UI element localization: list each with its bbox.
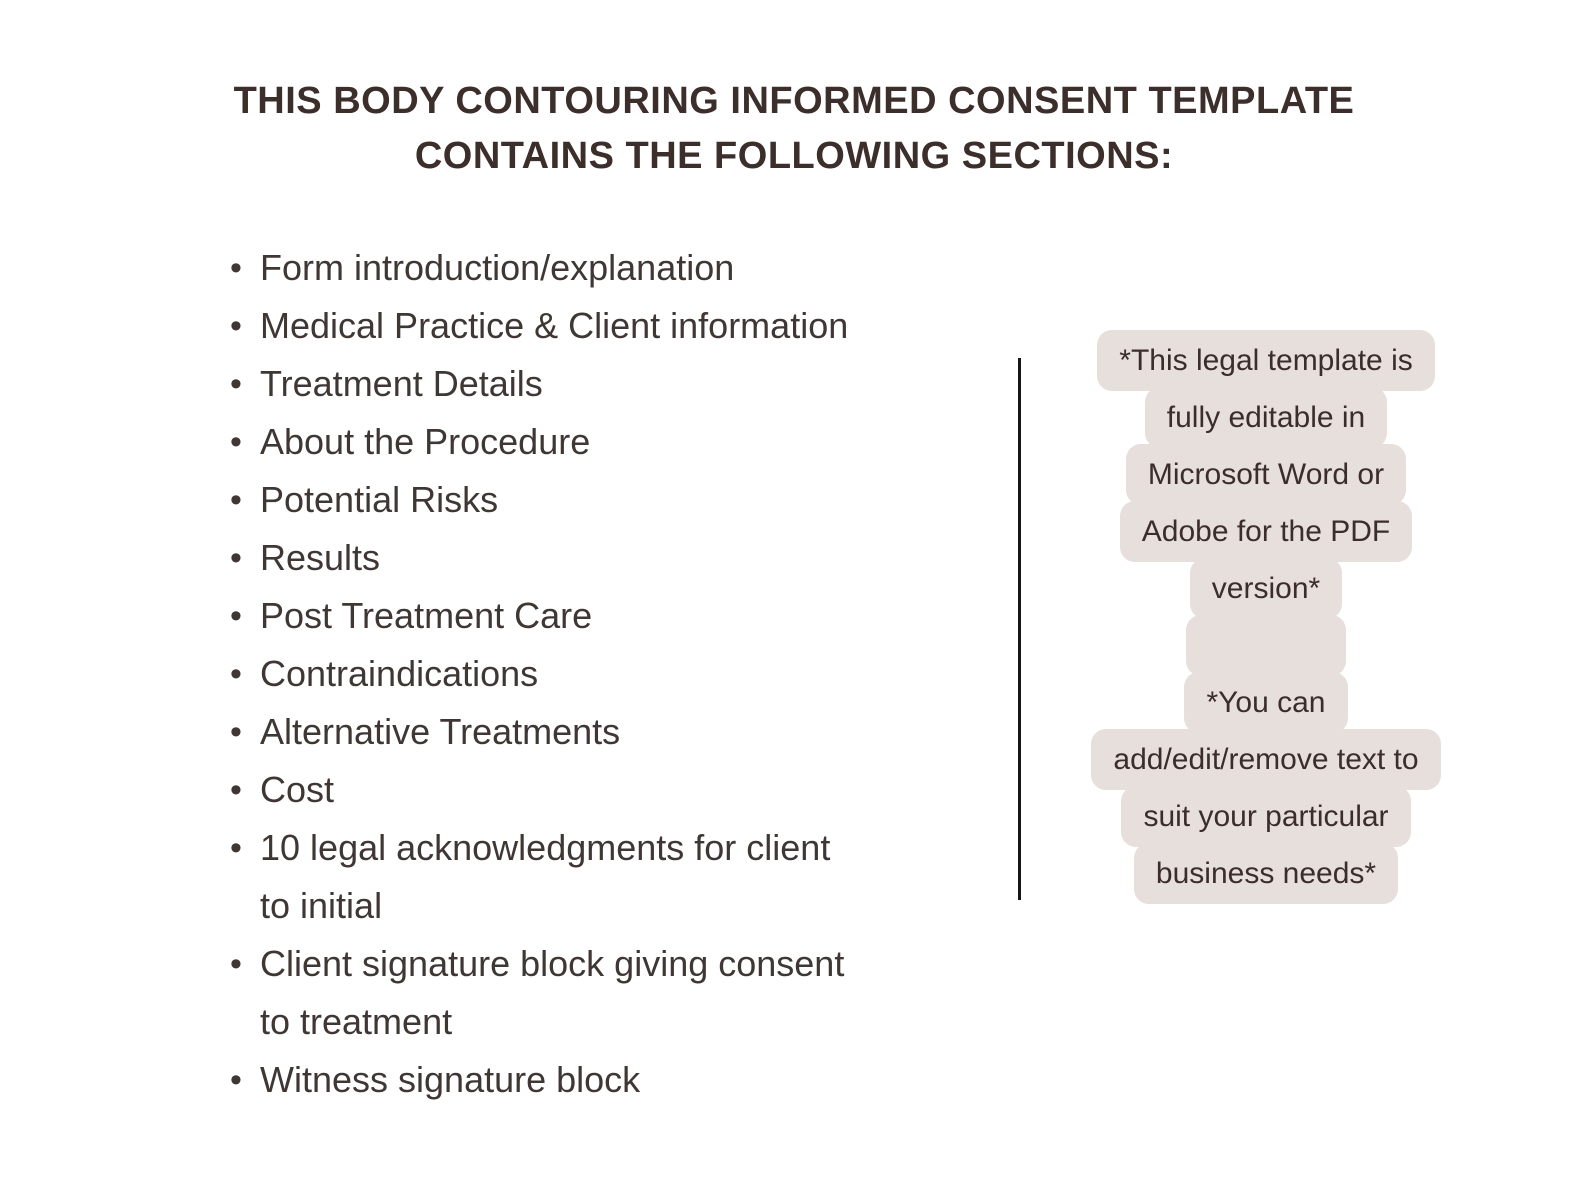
- sections-list: • Form introduction/explanation • Medical P…: [230, 239, 1000, 1109]
- list-item: • Medical Practice & Client information: [230, 297, 1000, 355]
- bullet-icon: •: [230, 539, 242, 577]
- bullet-icon: •: [230, 423, 242, 461]
- bullet-icon: •: [230, 597, 242, 635]
- bullet-icon: •: [230, 771, 242, 809]
- list-item: • About the Procedure: [230, 413, 1000, 471]
- vertical-divider: [1018, 358, 1021, 900]
- list-item-label: Form introduction/explanation: [260, 247, 735, 288]
- callout-line: version*: [1189, 558, 1343, 619]
- bullet-icon: •: [230, 829, 242, 867]
- list-item: • Alternative Treatments: [230, 703, 1000, 761]
- list-item: • Form introduction/explanation: [230, 239, 1000, 297]
- callout-line: business needs*: [1133, 843, 1399, 904]
- list-item: • Post Treatment Care: [230, 587, 1000, 645]
- callout-line: add/edit/remove text to: [1091, 729, 1441, 790]
- list-item: • Cost: [230, 761, 1000, 819]
- list-item-label: Medical Practice & Client information: [260, 305, 849, 346]
- list-item-label: Contraindications: [260, 653, 539, 694]
- bullet-icon: •: [230, 655, 242, 693]
- callout-line: Adobe for the PDF: [1119, 501, 1413, 562]
- list-item-label: Potential Risks: [260, 479, 499, 520]
- callout-line: *You can: [1184, 672, 1348, 733]
- list-item: • Witness signature block: [230, 1051, 1000, 1109]
- page-title: THIS BODY CONTOURING INFORMED CONSENT TE…: [0, 74, 1588, 184]
- callout-line: fully editable in: [1144, 387, 1388, 448]
- callout-line: suit your particular: [1121, 786, 1411, 847]
- list-item-label: Alternative Treatments: [260, 711, 621, 752]
- page-title-line-1: THIS BODY CONTOURING INFORMED CONSENT TE…: [233, 80, 1355, 122]
- bullet-icon: •: [230, 307, 242, 345]
- list-item-label: Results: [260, 537, 381, 578]
- list-item: • Treatment Details: [230, 355, 1000, 413]
- bullet-icon: •: [230, 713, 242, 751]
- list-item-label: About the Procedure: [260, 421, 591, 462]
- bullet-icon: •: [230, 1061, 242, 1099]
- page-title-line-2: CONTAINS THE FOLLOWING SECTIONS:: [414, 135, 1174, 177]
- list-item-label: Witness signature block: [260, 1059, 641, 1100]
- callout-line: *This legal template is: [1097, 330, 1435, 391]
- bullet-icon: •: [230, 481, 242, 519]
- callout-spacer: [1186, 615, 1346, 676]
- bullet-icon: •: [230, 249, 242, 287]
- bullet-icon: •: [230, 365, 242, 403]
- bullet-icon: •: [230, 945, 242, 983]
- list-item: • Results: [230, 529, 1000, 587]
- list-item-label: Treatment Details: [260, 363, 543, 404]
- list-item-label: Post Treatment Care: [260, 595, 593, 636]
- callout-line: Microsoft Word or: [1125, 444, 1407, 505]
- list-item: • Contraindications: [230, 645, 1000, 703]
- list-item: • Potential Risks: [230, 471, 1000, 529]
- list-item-label: Cost: [260, 769, 335, 810]
